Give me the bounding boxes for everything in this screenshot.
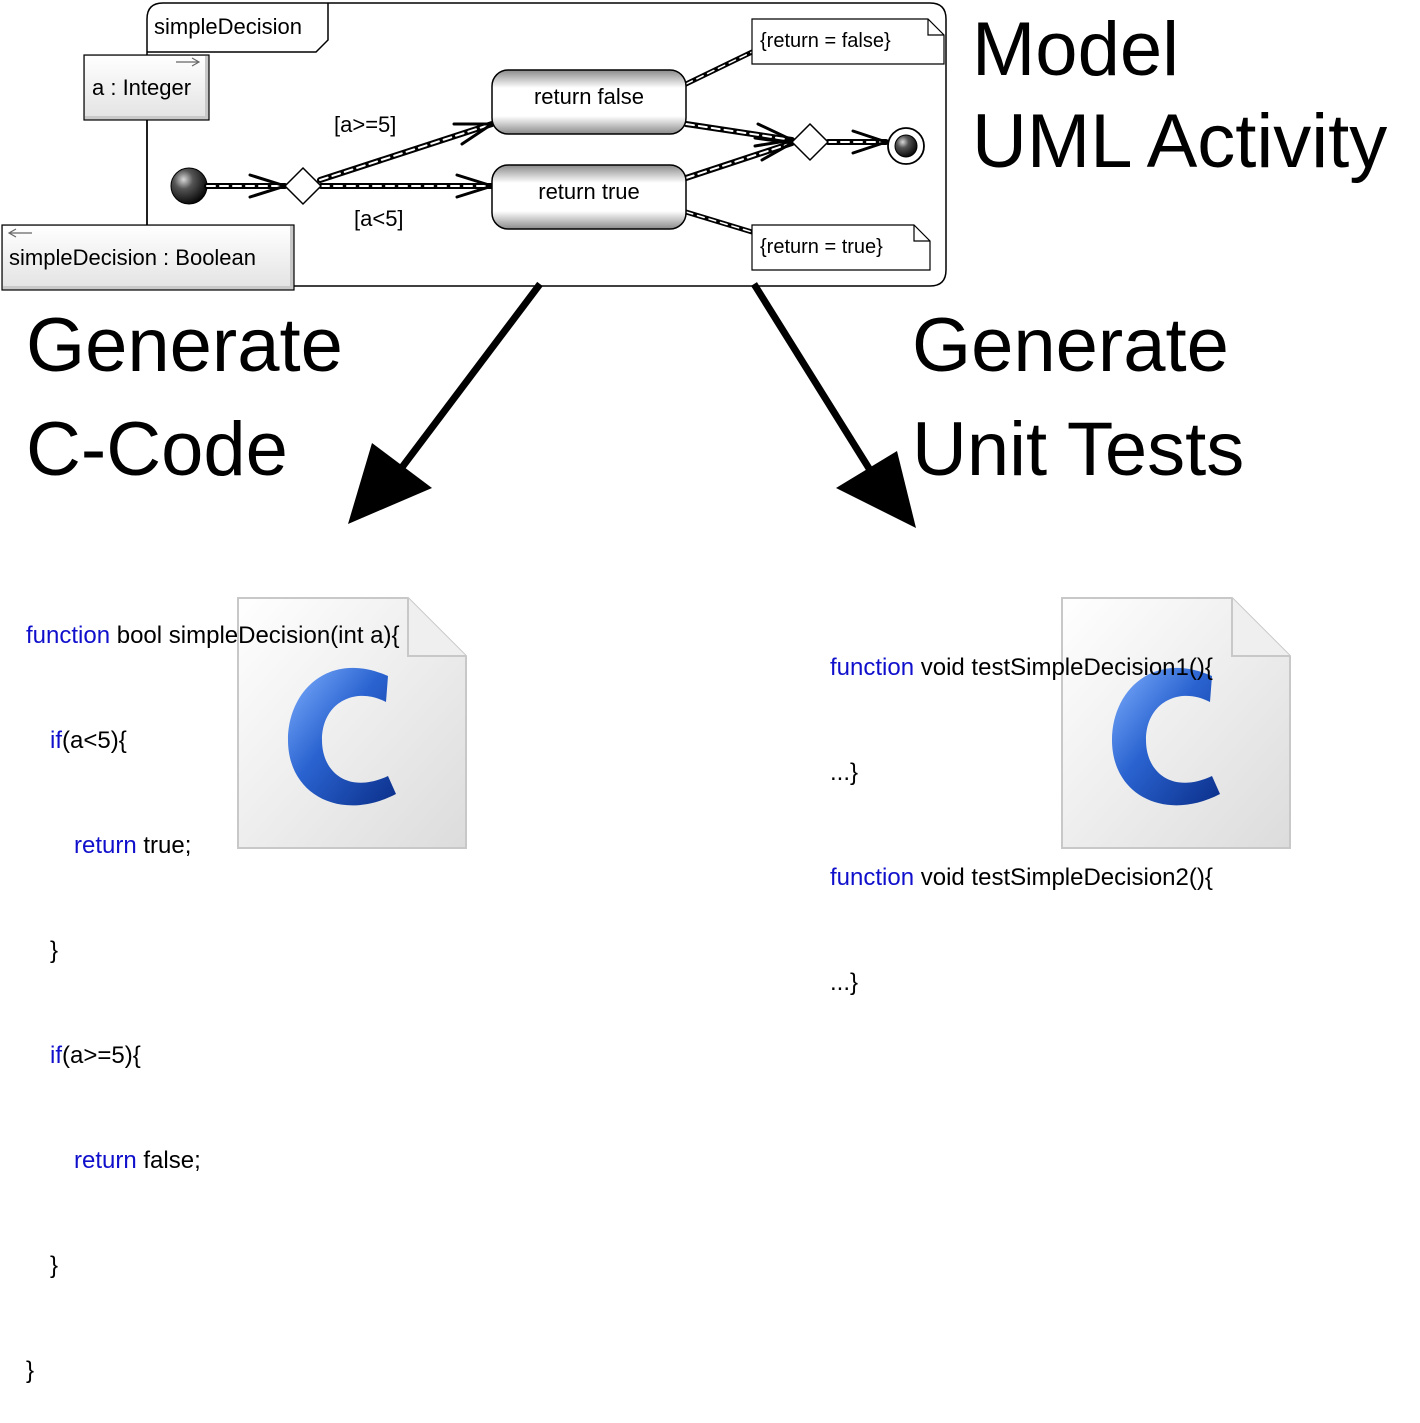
action-return-true[interactable]: return true <box>491 164 687 230</box>
note-return-false-text: {return = false} <box>760 30 891 52</box>
arrow-to-unit-tests <box>751 282 916 528</box>
code-line: return false; <box>74 1147 201 1174</box>
output-parameter-node[interactable]: simpleDecision : Boolean <box>1 224 295 291</box>
input-parameter-label: a : Integer <box>92 75 191 100</box>
frame-name-tab <box>147 3 329 53</box>
code-line: if(a>=5){ <box>50 1042 141 1069</box>
heading-uml-activity: UML Activity <box>972 99 1388 184</box>
c-source-file-icon <box>1061 597 1291 849</box>
heading-unit-tests: Unit Tests <box>912 407 1245 492</box>
action-return-false-label: return false <box>534 84 644 109</box>
heading-c-code: C-Code <box>26 407 288 492</box>
code-line: function void testSimpleDecision2(){ <box>830 864 1213 891</box>
action-return-false[interactable]: return false <box>491 69 687 135</box>
heading-generate-tests: Generate <box>912 303 1229 388</box>
diagram-canvas: simpleDecision a : Integer simpleDecisio… <box>1 2 1388 1384</box>
unit-test-listing: function void testSimpleDecision1(){ ...… <box>830 580 1213 1035</box>
output-parameter-label: simpleDecision : Boolean <box>9 245 256 270</box>
activity-final-node[interactable] <box>887 127 925 165</box>
heading-model: Model <box>972 7 1179 92</box>
guard-low: [a<5] <box>354 206 404 231</box>
code-line: function void testSimpleDecision1(){ <box>830 654 1213 681</box>
code-line: } <box>26 1357 35 1384</box>
activity-frame <box>146 2 947 287</box>
code-line: } <box>50 1252 59 1279</box>
code-line: ...} <box>830 759 859 786</box>
note-return-true[interactable]: {return = true} <box>751 224 931 271</box>
code-line: } <box>50 937 59 964</box>
c-code-listing: function bool simpleDecision(int a){ if(… <box>26 548 400 1423</box>
note-return-true-text: {return = true} <box>760 236 883 258</box>
activity-diagram: simpleDecision a : Integer simpleDecisio… <box>1 2 1291 849</box>
frame-name: simpleDecision <box>154 14 302 39</box>
arrow-to-c-code <box>348 281 543 524</box>
note-return-false[interactable]: {return = false} <box>751 18 945 65</box>
code-line: function bool simpleDecision(int a){ <box>26 622 400 649</box>
heading-generate-c: Generate <box>26 303 343 388</box>
c-source-file-icon <box>237 597 467 849</box>
code-line: ...} <box>830 969 859 996</box>
action-return-true-label: return true <box>538 179 640 204</box>
input-parameter-node[interactable]: a : Integer <box>83 54 210 121</box>
code-line: if(a<5){ <box>50 727 127 754</box>
initial-node[interactable] <box>170 167 208 205</box>
code-line: return true; <box>74 832 192 859</box>
decision-node[interactable] <box>283 166 323 206</box>
merge-node[interactable] <box>790 122 830 162</box>
guard-high: [a>=5] <box>334 112 396 137</box>
